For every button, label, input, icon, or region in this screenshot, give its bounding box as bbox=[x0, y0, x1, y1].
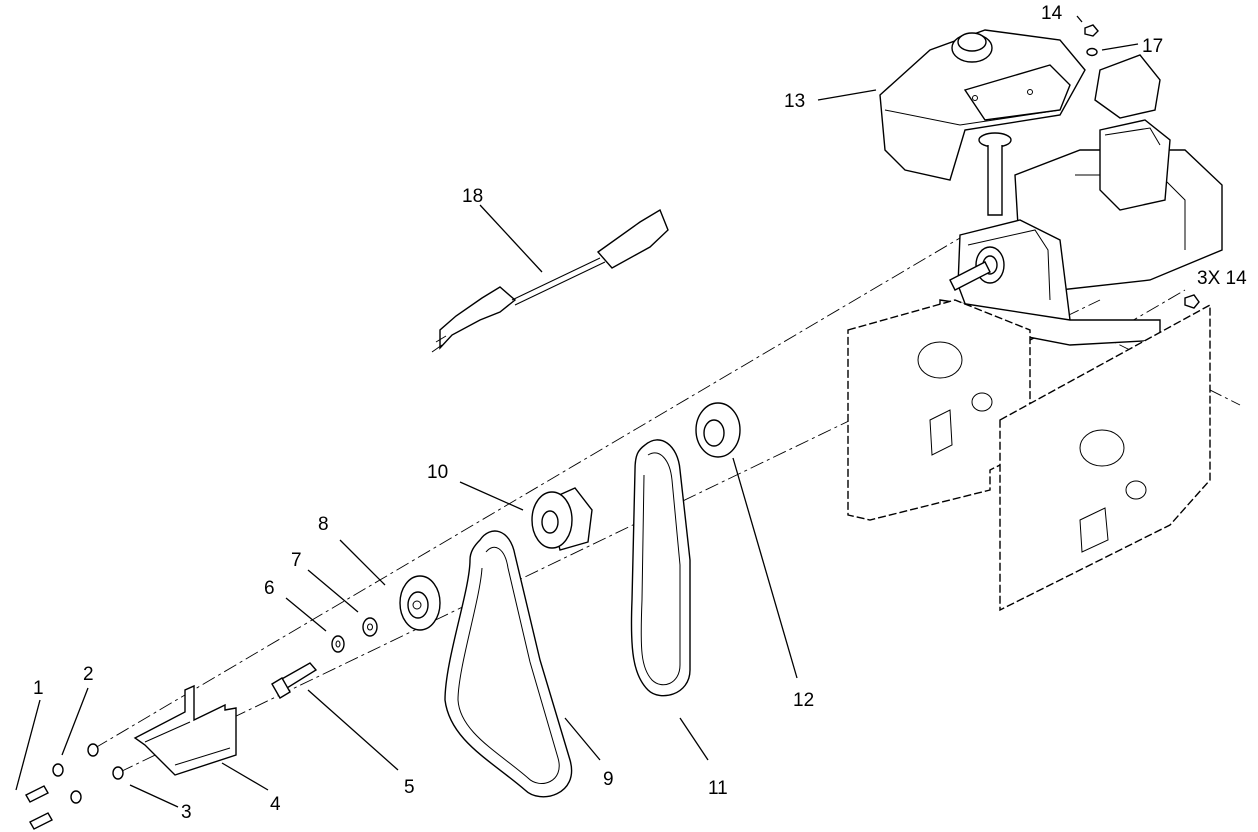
callout-labels: 1 2 3 4 5 6 7 8 9 10 11 12 13 14 17 18 3… bbox=[33, 3, 1247, 823]
shaft-5 bbox=[271, 662, 318, 699]
callout-3x14: 3X 14 bbox=[1197, 268, 1247, 289]
callout-4: 4 bbox=[270, 794, 281, 815]
callout-17: 17 bbox=[1142, 36, 1163, 57]
callout-2: 2 bbox=[83, 664, 94, 685]
engine-assembly bbox=[879, 29, 1223, 346]
hardware-fasteners bbox=[25, 743, 124, 830]
bracket-4 bbox=[133, 684, 237, 776]
leader-lines bbox=[15, 15, 1139, 808]
washers bbox=[331, 617, 378, 653]
callout-14: 14 bbox=[1041, 3, 1063, 24]
callout-11: 11 bbox=[708, 778, 728, 799]
callout-9: 9 bbox=[603, 769, 614, 790]
drive-pulley-12 bbox=[695, 402, 741, 458]
callout-5: 5 bbox=[404, 777, 415, 798]
callout-1: 1 bbox=[33, 678, 44, 699]
frame-plates bbox=[847, 299, 1211, 612]
callout-8: 8 bbox=[318, 514, 329, 535]
power-cord bbox=[431, 208, 669, 353]
pulley-8 bbox=[399, 575, 441, 631]
callout-7: 7 bbox=[291, 550, 302, 571]
callout-10: 10 bbox=[427, 462, 448, 483]
callout-18: 18 bbox=[462, 186, 483, 207]
pulley-10 bbox=[531, 487, 593, 551]
callout-6: 6 bbox=[264, 578, 275, 599]
belt-11 bbox=[630, 439, 691, 697]
callout-12: 12 bbox=[793, 690, 814, 711]
callout-13: 13 bbox=[784, 91, 805, 112]
belt-9 bbox=[444, 530, 573, 798]
engine-nut-washer bbox=[1084, 24, 1200, 309]
callout-3: 3 bbox=[181, 802, 192, 823]
